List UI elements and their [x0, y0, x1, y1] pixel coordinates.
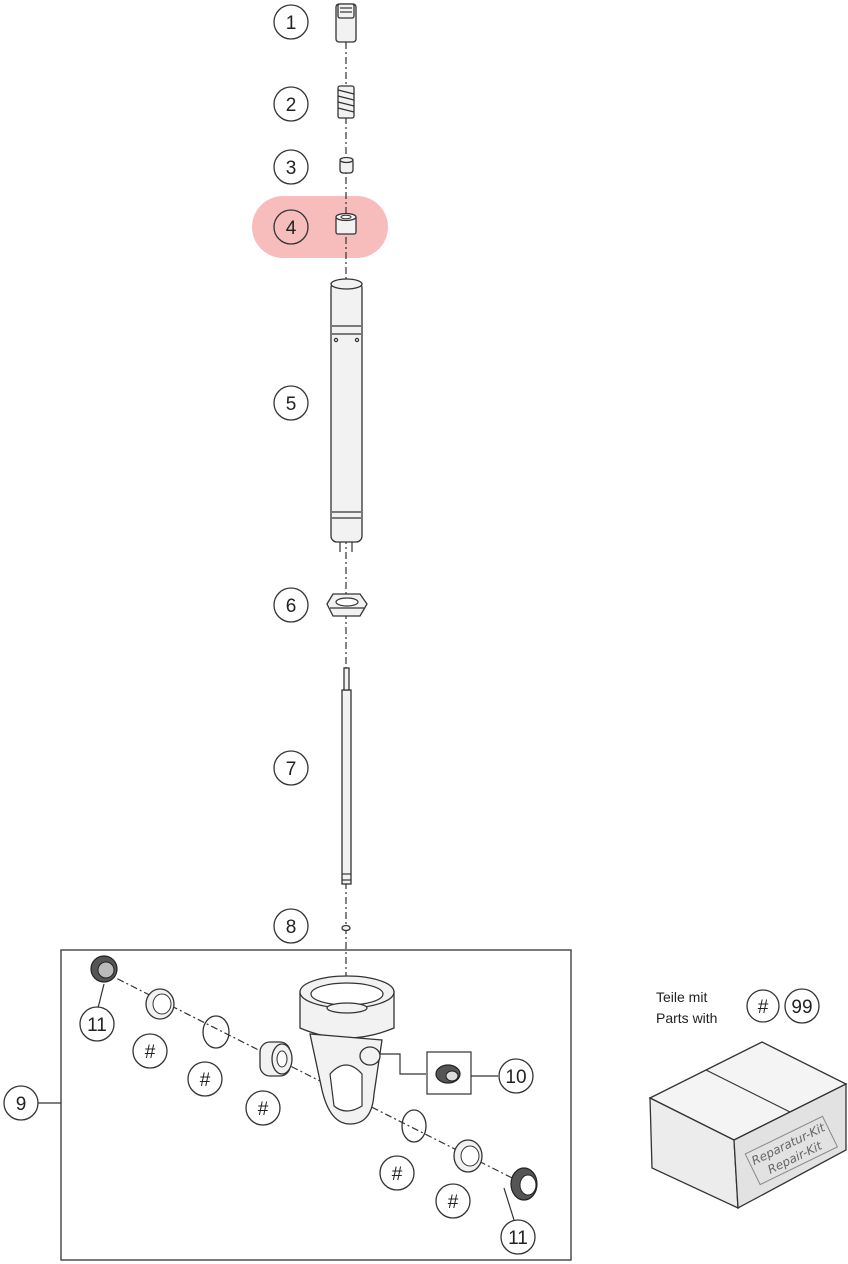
- callout-5[interactable]: 5: [273, 385, 309, 421]
- part-10-bleed-screw[interactable]: [380, 1051, 498, 1095]
- callout-6[interactable]: 6: [273, 587, 309, 623]
- svg-text:#: #: [200, 1070, 211, 1091]
- part-4-bushing[interactable]: [335, 212, 357, 235]
- part-3-small-piston[interactable]: [339, 156, 354, 174]
- part-5-tube[interactable]: [330, 278, 363, 552]
- svg-text:7: 7: [286, 759, 297, 780]
- callout-hash-1[interactable]: #: [132, 1033, 168, 1069]
- svg-text:#: #: [145, 1042, 156, 1063]
- part-2-spring[interactable]: [337, 85, 355, 119]
- svg-text:#: #: [448, 1192, 459, 1213]
- callout-hash-4[interactable]: #: [379, 1155, 415, 1191]
- callout-8[interactable]: 8: [273, 908, 309, 944]
- part-8-o-ring[interactable]: [341, 924, 351, 932]
- callout-4[interactable]: 4: [273, 209, 309, 245]
- callout-7[interactable]: 7: [273, 750, 309, 786]
- callout-1[interactable]: 1: [273, 4, 309, 40]
- callout-10[interactable]: 10: [498, 1058, 534, 1094]
- svg-text:3: 3: [286, 158, 297, 179]
- svg-text:11: 11: [508, 1228, 528, 1249]
- part-hash-bearing-1[interactable]: [259, 1041, 293, 1077]
- repair-kit-box: Reparatur-Kit Repair-Kit: [648, 1041, 848, 1210]
- svg-text:1: 1: [286, 13, 297, 34]
- callout-11-left[interactable]: 11: [79, 1006, 115, 1042]
- svg-text:6: 6: [286, 596, 297, 617]
- svg-text:#: #: [392, 1164, 403, 1185]
- part-9-fork-bottom[interactable]: [299, 975, 395, 1125]
- part-11-seal-left[interactable]: [90, 955, 118, 983]
- legend-hash-callout[interactable]: #: [746, 989, 780, 1023]
- callout-11-right[interactable]: 11: [500, 1219, 536, 1255]
- svg-text:2: 2: [286, 95, 297, 116]
- part-9-group-frame: [60, 949, 572, 1261]
- svg-text:4: 4: [286, 218, 297, 239]
- callout-4-highlight: [252, 196, 388, 258]
- svg-text:10: 10: [505, 1067, 526, 1088]
- svg-text:#: #: [758, 997, 769, 1018]
- svg-text:8: 8: [286, 917, 297, 938]
- part-7-rod[interactable]: [341, 667, 352, 885]
- svg-text:9: 9: [16, 1094, 27, 1115]
- callout-2[interactable]: 2: [273, 86, 309, 122]
- callout-hash-2[interactable]: #: [187, 1061, 223, 1097]
- callout-hash-3[interactable]: #: [245, 1090, 281, 1126]
- part-6-hex-nut[interactable]: [326, 593, 368, 617]
- svg-text:#: #: [258, 1099, 269, 1120]
- part-hash-washer-2[interactable]: [453, 1139, 483, 1173]
- svg-text:11: 11: [87, 1015, 107, 1036]
- part-11-seal-right[interactable]: [510, 1167, 538, 1201]
- svg-text:5: 5: [286, 394, 297, 415]
- legend-99-callout[interactable]: 99: [784, 988, 820, 1024]
- kit-legend: Teile mit Parts with # 99: [656, 988, 820, 1026]
- part-hash-washer-1[interactable]: [145, 988, 175, 1020]
- svg-text:99: 99: [791, 997, 812, 1018]
- callout-hash-5[interactable]: #: [435, 1183, 471, 1219]
- legend-line-2: Parts with: [656, 1010, 717, 1026]
- part-hash-ring-2[interactable]: [401, 1109, 427, 1143]
- callout-3[interactable]: 3: [273, 149, 309, 185]
- legend-line-1: Teile mit: [656, 989, 707, 1005]
- part-hash-ring-1[interactable]: [202, 1015, 230, 1049]
- callout-9[interactable]: 9: [3, 1085, 39, 1121]
- part-1-cap[interactable]: [335, 3, 357, 43]
